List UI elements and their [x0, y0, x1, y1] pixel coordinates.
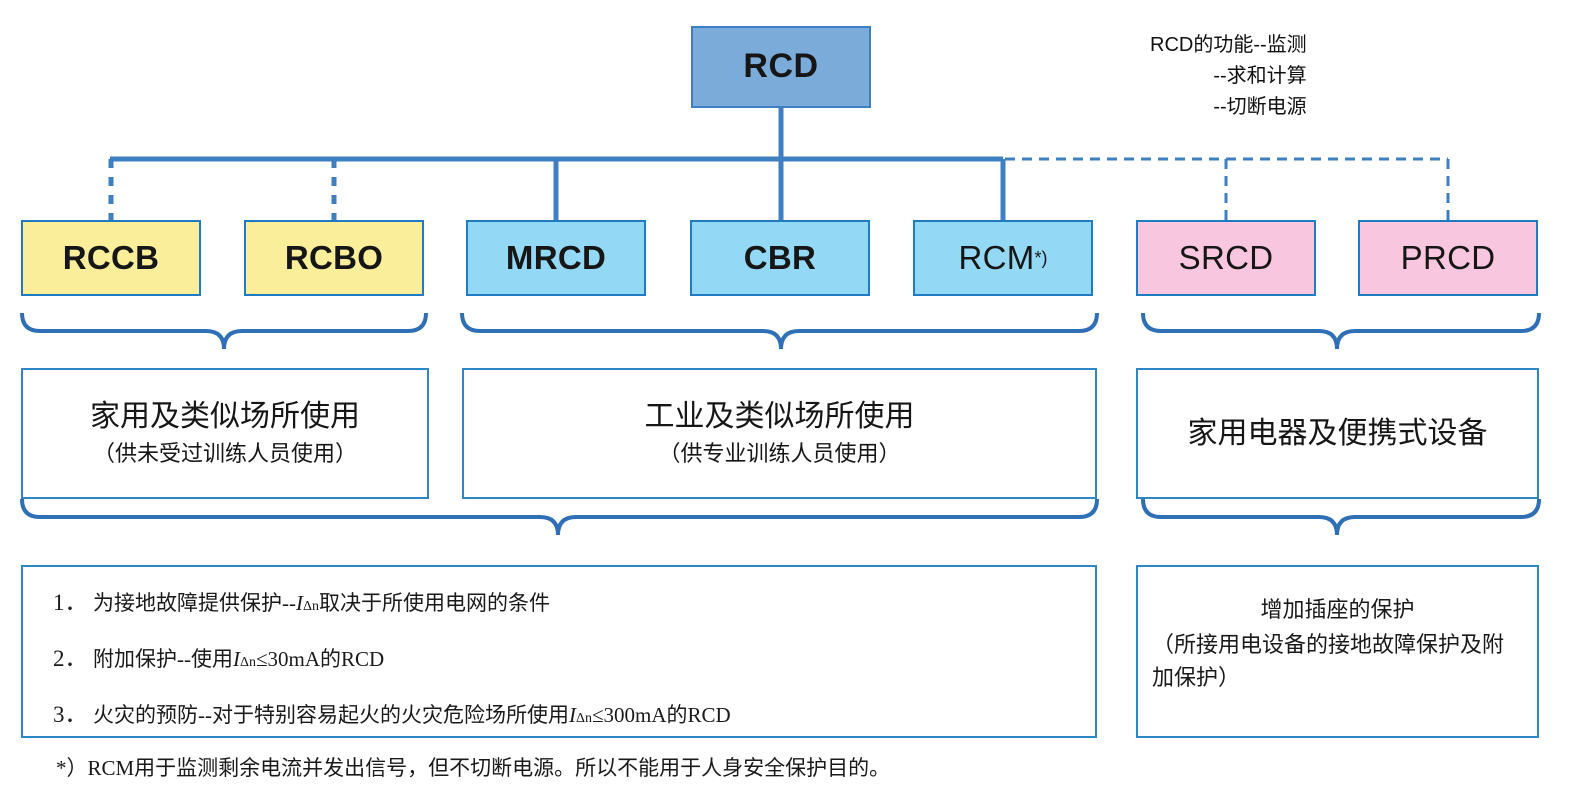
- usage-box-household-title: 家用及类似场所使用: [90, 399, 360, 433]
- protection-list-item-2-symbol: I: [233, 647, 240, 671]
- brace-socket-box: [1141, 498, 1541, 536]
- protection-list-item-3: 3． 火灾的预防--对于特别容易起火的火灾危险场所使用 I Δn ≤300mA的…: [53, 695, 1085, 729]
- protection-list-item-2-pre: 附加保护--使用: [93, 647, 233, 671]
- protection-list-item-2-number: 2．: [53, 646, 88, 671]
- node-rcbo[interactable]: RCBO: [244, 220, 424, 296]
- usage-box-household-subtitle: （供未受过训练人员使用）: [92, 441, 357, 467]
- protection-list-item-3-pre: 火灾的预防--对于特别容易起火的火灾危险场所使用: [93, 703, 569, 727]
- protection-list-item-1-pre: 为接地故障提供保护--: [93, 591, 296, 615]
- node-mrcd[interactable]: MRCD: [466, 220, 646, 296]
- protection-list-item-3-subscript: Δn: [575, 711, 592, 726]
- protection-list-item-1-subscript: Δn: [303, 599, 320, 614]
- node-rcm-superscript: *): [1034, 247, 1048, 268]
- node-mrcd-label: MRCD: [505, 238, 607, 276]
- protection-list-item-1-number: 1．: [53, 590, 88, 615]
- node-cbr-label: CBR: [743, 238, 817, 276]
- socket-protection-box: 增加插座的保护 （所接用电设备的接地故障保护及附加保护）: [1136, 565, 1539, 738]
- brace-appliance: [1141, 312, 1541, 350]
- brace-household: [20, 312, 428, 350]
- protection-list-item-2-post: ≤30mA的RCD: [256, 647, 385, 671]
- protection-list-item-2-subscript: Δn: [240, 655, 257, 670]
- annotation-line-1: RCD的功能--监测: [1150, 34, 1307, 56]
- protection-list-item-3-number: 3．: [53, 702, 88, 727]
- node-srcd-label: SRCD: [1178, 238, 1274, 276]
- protection-list-item-3-symbol: I: [568, 703, 576, 727]
- node-rcm[interactable]: RCM*): [913, 220, 1093, 296]
- protection-list-item-3-post: ≤300mA的RCD: [592, 703, 731, 727]
- node-prcd[interactable]: PRCD: [1358, 220, 1538, 296]
- node-rccb[interactable]: RCCB: [21, 220, 201, 296]
- protection-list-item-1: 1． 为接地故障提供保护-- I Δn 取决于所使用电网的条件: [53, 583, 1085, 617]
- protection-list-item-1-post: 取决于所使用电网的条件: [319, 591, 551, 615]
- usage-box-household: 家用及类似场所使用 （供未受过训练人员使用）: [21, 368, 429, 499]
- usage-box-appliance: 家用电器及便携式设备: [1136, 368, 1539, 499]
- protection-list-item-2: 2． 附加保护--使用 I Δn ≤30mA的RCD: [53, 639, 1085, 673]
- node-rcd-label: RCD: [743, 47, 819, 86]
- node-rccb-label: RCCB: [62, 238, 160, 276]
- socket-protection-subtitle: （所接用电设备的接地故障保护及附加保护）: [1152, 632, 1505, 690]
- socket-protection-title: 增加插座的保护: [1260, 597, 1415, 622]
- footnote-rcm: *）RCM用于监测剩余电流并发出信号，但不切断电源。所以不能用于人身安全保护目的…: [56, 756, 891, 780]
- node-srcd[interactable]: SRCD: [1136, 220, 1316, 296]
- usage-box-industrial-subtitle: （供专业训练人员使用）: [658, 441, 901, 467]
- node-rcd[interactable]: RCD: [691, 26, 871, 108]
- protection-list-box: 1． 为接地故障提供保护-- I Δn 取决于所使用电网的条件 2． 附加保护-…: [21, 565, 1097, 738]
- brace-protection-list: [20, 498, 1099, 536]
- usage-box-industrial-title: 工业及类似场所使用: [644, 399, 915, 433]
- node-cbr[interactable]: CBR: [690, 220, 870, 296]
- protection-list-item-1-symbol: I: [296, 591, 303, 615]
- annotation-line-2: --求和计算: [1213, 65, 1307, 87]
- node-rcm-label: RCM: [958, 238, 1035, 276]
- rcd-function-annotation: RCD的功能--监测 --求和计算 --切断电源: [1150, 30, 1307, 123]
- annotation-line-3: --切断电源: [1213, 96, 1307, 118]
- node-prcd-label: PRCD: [1400, 238, 1496, 276]
- usage-box-appliance-title: 家用电器及便携式设备: [1187, 416, 1488, 450]
- node-rcbo-label: RCBO: [284, 238, 384, 276]
- brace-industrial: [460, 312, 1099, 350]
- usage-box-industrial: 工业及类似场所使用 （供专业训练人员使用）: [462, 368, 1097, 499]
